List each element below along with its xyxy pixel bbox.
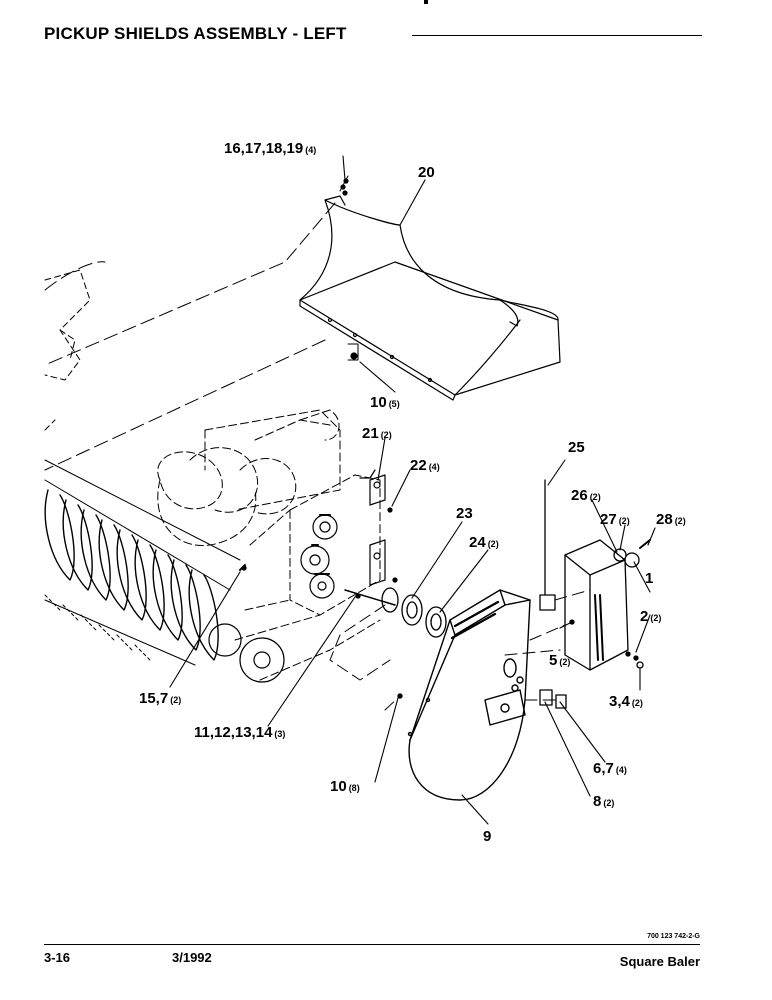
callout-8: 8(2) [593,793,614,810]
callout-qty: (2) [381,430,392,440]
footer-rule [44,944,700,945]
callout-1: 1 [645,570,653,587]
revision-date: 3/1992 [172,950,212,965]
sprockets [208,514,338,683]
callout-qty: (8) [349,783,360,793]
callout-5: 5(2) [549,652,570,669]
callout-qty: (2) [590,492,601,502]
callout-20: 20 [418,164,435,181]
pickup-reel [44,459,241,666]
bearings-23-24-parts [239,564,447,638]
callout-10-top: 10(5) [370,394,400,411]
product-name: Square Baler [619,954,700,969]
callout-24: 24(2) [469,534,499,551]
rear-shield-1 [539,539,651,709]
leader-lines [169,155,656,825]
title-rule [412,35,702,36]
callout-qty: (2) [488,539,499,549]
drawing-code: 700 123 742-2-G [647,933,700,940]
callout-25: 25 [568,439,585,456]
callout-qty: (3) [274,729,285,739]
callout-qty: (4) [305,145,316,155]
callout-qty: (5) [389,399,400,409]
callout-2: 2(2) [640,608,661,625]
upper-shield-part [299,175,561,401]
callout-qty: (2) [170,695,181,705]
auger-phantom [157,409,341,547]
drive-plate-phantom [234,474,381,681]
callout-9: 9 [483,828,491,845]
left-frame-phantom [44,269,91,431]
callout-21: 21(2) [362,425,392,442]
top-edge-mark [424,0,428,4]
callout-6-7: 6,7(4) [593,760,627,777]
callout-16-17-18-19: 16,17,18,19(4) [224,140,316,157]
page-title: PICKUP SHIELDS ASSEMBLY - LEFT [44,24,347,43]
callout-qty: (2) [675,516,686,526]
callout-27: 27(2) [600,511,630,528]
callout-qty: (2) [632,698,643,708]
callout-28: 28(2) [656,511,686,528]
callout-22: 22(4) [410,457,440,474]
callout-qty: (4) [429,462,440,472]
callout-qty: (4) [616,765,627,775]
callout-11-12-13-14: 11,12,13,14(3) [194,724,285,741]
callout-23: 23 [456,505,473,522]
chain-guard-shield-9 [397,589,531,801]
callout-qty: (2) [559,657,570,667]
bracket-21-part [359,469,398,586]
callout-15-7: 15,7(2) [139,690,181,707]
callout-qty: (2) [619,516,630,526]
callout-qty: (2) [603,798,614,808]
callout-qty: (2) [650,613,661,623]
page-number: 3-16 [44,950,71,965]
callout-3-4: 3,4(2) [609,693,643,710]
callout-26: 26(2) [571,487,601,504]
callout-10-bottom: 10(8) [330,778,360,795]
